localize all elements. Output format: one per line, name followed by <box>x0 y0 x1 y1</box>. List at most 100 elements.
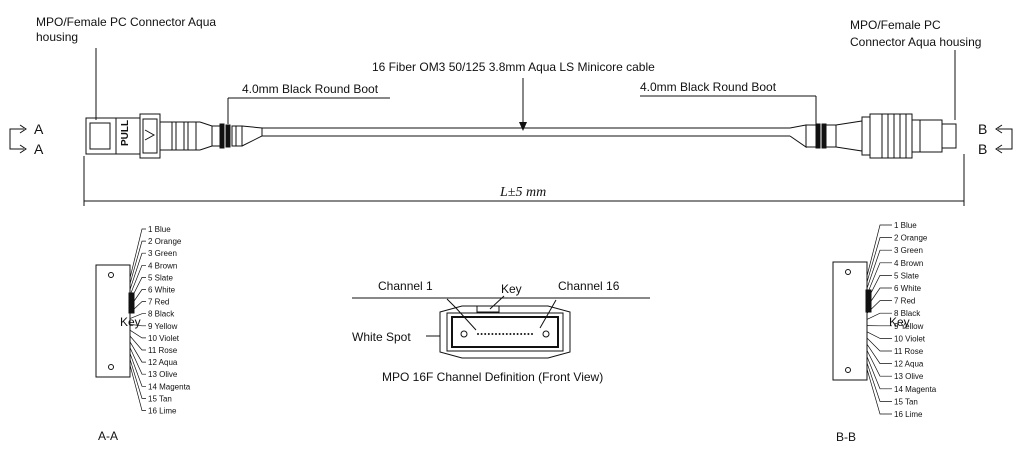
front-fiber-dot-5 <box>491 333 494 335</box>
section-b-bottom: B <box>978 141 987 157</box>
section-bb-label: B-B <box>836 430 856 444</box>
right-connector-label-line2: Connector Aqua housing <box>850 35 981 49</box>
section-aa-fiber-leader-12 <box>129 341 146 363</box>
section-marker-b <box>998 128 1013 150</box>
front-view-caption: MPO 16F Channel Definition (Front View) <box>382 370 603 384</box>
section-bb-fiber-label-1: 1 Blue <box>894 221 917 230</box>
front-fiber-dot-12 <box>516 333 519 335</box>
section-bb-fiber-label-4: 4 Brown <box>894 259 923 268</box>
section-aa-fiber-leader-5 <box>129 277 146 302</box>
section-aa-fiber-leader-2 <box>129 240 146 284</box>
section-aa-fiber-leader-7 <box>129 301 146 314</box>
section-bb-fiber-label-11: 11 Rose <box>894 347 924 356</box>
section-bb-fiber-label-15: 15 Tan <box>894 397 918 406</box>
left-boot-label: 4.0mm Black Round Boot <box>242 82 379 96</box>
front-fiber-dot-16 <box>531 333 533 335</box>
section-bb-fiber-leader-14 <box>866 356 892 390</box>
section-aa-fiber-label-6: 6 White <box>148 286 176 295</box>
white-spot-label: White Spot <box>352 330 411 344</box>
section-aa-fiber-label-10: 10 Violet <box>148 334 180 343</box>
section-bb-fiber-leader-7 <box>866 300 892 314</box>
section-bb-fiber-label-7: 7 Red <box>894 297 915 306</box>
front-view-fiber-positions <box>477 333 533 335</box>
section-bb-fiber-leader-16 <box>866 368 892 415</box>
front-fiber-dot-3 <box>484 333 487 335</box>
front-fiber-dot-10 <box>509 333 512 335</box>
front-fiber-dot-7 <box>498 333 501 335</box>
section-bb-fiber-leader-2 <box>866 237 892 283</box>
section-bb-fiber-leader-3 <box>866 249 892 289</box>
length-label: L±5 mm <box>499 185 546 200</box>
section-a-arrow-icon <box>19 124 27 134</box>
section-aa-fiber-label-4: 4 Brown <box>148 261 177 270</box>
section-aa-fiber-leader-6 <box>129 289 146 308</box>
front-fiber-dot-11 <box>513 333 515 335</box>
section-marker-a <box>9 128 24 150</box>
front-key-label: Key <box>501 282 522 296</box>
section-bb-fiber-leader-8 <box>866 312 892 320</box>
section-bb-fiber-label-9: 9 Yellow <box>894 322 924 331</box>
section-bb-fiber-label-14: 14 Magenta <box>894 385 937 394</box>
cable-label: 16 Fiber OM3 50/125 3.8mm Aqua LS Minico… <box>372 60 655 74</box>
front-view-connector <box>426 295 571 359</box>
channel-16-label: Channel 16 <box>558 279 620 293</box>
front-fiber-dot-9 <box>505 333 508 335</box>
section-b-top: B <box>978 121 987 137</box>
section-b-arrow-icon <box>995 124 1003 134</box>
section-bb-fiber-leader-1 <box>866 224 892 277</box>
section-a-arrow-icon-2 <box>19 144 27 154</box>
section-bb-fiber-label-12: 12 Aqua <box>894 360 924 369</box>
section-aa-fiber-label-16: 16 Lime <box>148 407 177 416</box>
section-bb-fiber-label-8: 8 Black <box>894 309 921 318</box>
section-aa-fiber-label-8: 8 Black <box>148 310 175 319</box>
section-aa-fiber-label-13: 13 Olive <box>148 370 178 379</box>
left-connector <box>85 113 263 159</box>
section-bb-fiber-label-5: 5 Slate <box>894 271 919 280</box>
section-bb-fiber-leader-11 <box>866 337 892 352</box>
leader-lines <box>95 48 956 130</box>
front-fiber-dot-15 <box>527 333 530 335</box>
section-b-arrow-icon-2 <box>995 144 1003 154</box>
section-bb-fiber-leader-12 <box>866 344 892 364</box>
section-bb-fiber-leader-15 <box>866 362 892 402</box>
section-bb-connector <box>832 261 872 381</box>
section-aa-key-label: Key <box>120 315 141 329</box>
section-aa-connector <box>95 264 135 378</box>
section-aa-fiber-label-1: 1 Blue <box>148 225 171 234</box>
front-fiber-dot-1 <box>477 333 479 335</box>
front-fiber-dot-13 <box>520 333 523 335</box>
front-fiber-dot-8 <box>502 333 505 335</box>
section-bb-key-label: Key <box>889 315 910 329</box>
section-bb-fiber-leader-4 <box>866 262 892 295</box>
section-bb-fiber-leader-13 <box>866 350 892 377</box>
section-aa-fiber-leader-16 <box>129 364 146 411</box>
section-aa-fiber-leader-3 <box>129 252 146 290</box>
channel-1-label: Channel 1 <box>378 279 433 293</box>
section-bb-fiber-label-16: 16 Lime <box>894 410 923 419</box>
section-a-bottom: A <box>34 141 44 157</box>
section-bb-fiber-leader-5 <box>866 275 892 301</box>
section-aa-fiber-leader-15 <box>129 359 146 399</box>
section-aa-label: A-A <box>98 429 118 443</box>
section-aa-fiber-label-5: 5 Slate <box>148 273 173 282</box>
section-bb-fiber-label-10: 10 Violet <box>894 334 926 343</box>
left-connector-label-line2: housing <box>36 30 78 44</box>
cable <box>262 127 790 137</box>
section-aa-fiber-label-14: 14 Magenta <box>148 382 191 391</box>
section-aa-fiber-label-11: 11 Rose <box>148 346 178 355</box>
section-aa-fiber-leader-10 <box>129 329 146 339</box>
right-boot-label: 4.0mm Black Round Boot <box>640 80 777 94</box>
cable-leader-arrow <box>519 122 527 131</box>
right-connector <box>789 113 957 159</box>
section-aa-fiber-leader-11 <box>129 335 146 351</box>
pull-arrow-icon <box>144 129 156 141</box>
section-bb-fiber-label-3: 3 Green <box>894 246 923 255</box>
section-aa-fiber-label-7: 7 Red <box>148 298 169 307</box>
section-bb-fiber-label-6: 6 White <box>894 284 922 293</box>
section-aa-fiber-leader-8 <box>129 313 146 319</box>
front-fiber-dot-2 <box>480 333 483 335</box>
section-aa-fiber-label-3: 3 Green <box>148 249 177 258</box>
